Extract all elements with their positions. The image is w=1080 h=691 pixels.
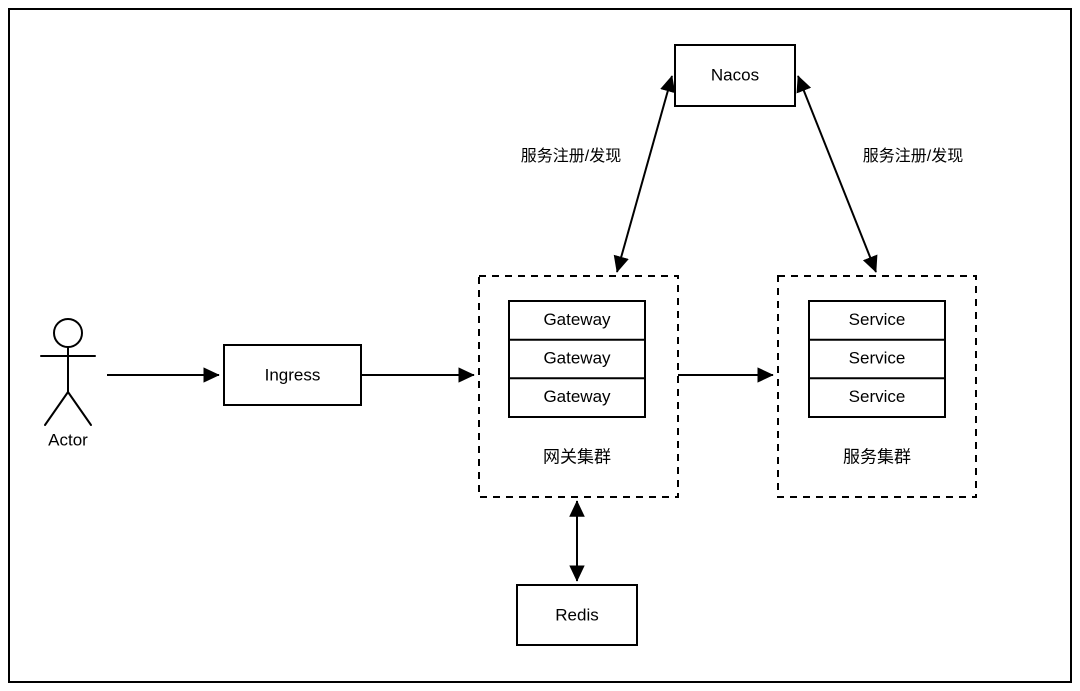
service-stack: Service Service Service (808, 300, 946, 418)
gateway-item-2[interactable]: Gateway (543, 348, 611, 367)
gateway-item-3[interactable]: Gateway (543, 387, 611, 406)
edge-label-gateway-nacos: 服务注册/发现 (521, 147, 621, 165)
actor[interactable]: Actor (40, 318, 96, 449)
nacos-label: Nacos (711, 65, 759, 84)
service-item-1[interactable]: Service (849, 310, 906, 329)
node-ingress[interactable]: Ingress (223, 344, 362, 406)
actor-stick-figure-icon (40, 318, 96, 426)
edge-service-cluster-to-nacos (796, 75, 878, 273)
ingress-box (223, 344, 362, 406)
gateway-stack-box (508, 300, 646, 418)
edge-gateway-cluster-to-nacos (613, 75, 676, 273)
service-item-3[interactable]: Service (849, 387, 906, 406)
page-border (8, 8, 1072, 683)
redis-box (516, 584, 638, 646)
node-nacos[interactable]: Nacos (674, 44, 796, 107)
service-stack-box (808, 300, 946, 418)
gateway-cluster-label: 网关集群 (543, 447, 611, 466)
nacos-box (674, 44, 796, 107)
gateway-cluster-boundary (478, 275, 679, 498)
service-item-2[interactable]: Service (849, 348, 906, 367)
actor-label: Actor (48, 430, 88, 449)
node-redis[interactable]: Redis (516, 584, 638, 646)
redis-label: Redis (555, 605, 598, 624)
cluster-gateway[interactable]: Gateway Gateway Gateway 网关集群 (478, 275, 679, 498)
gateway-item-1[interactable]: Gateway (543, 310, 611, 329)
gateway-stack: Gateway Gateway Gateway (508, 300, 646, 418)
ingress-label: Ingress (265, 365, 321, 384)
service-cluster-label: 服务集群 (843, 447, 911, 466)
cluster-service[interactable]: Service Service Service 服务集群 (777, 275, 977, 498)
edge-label-service-nacos: 服务注册/发现 (863, 147, 963, 165)
